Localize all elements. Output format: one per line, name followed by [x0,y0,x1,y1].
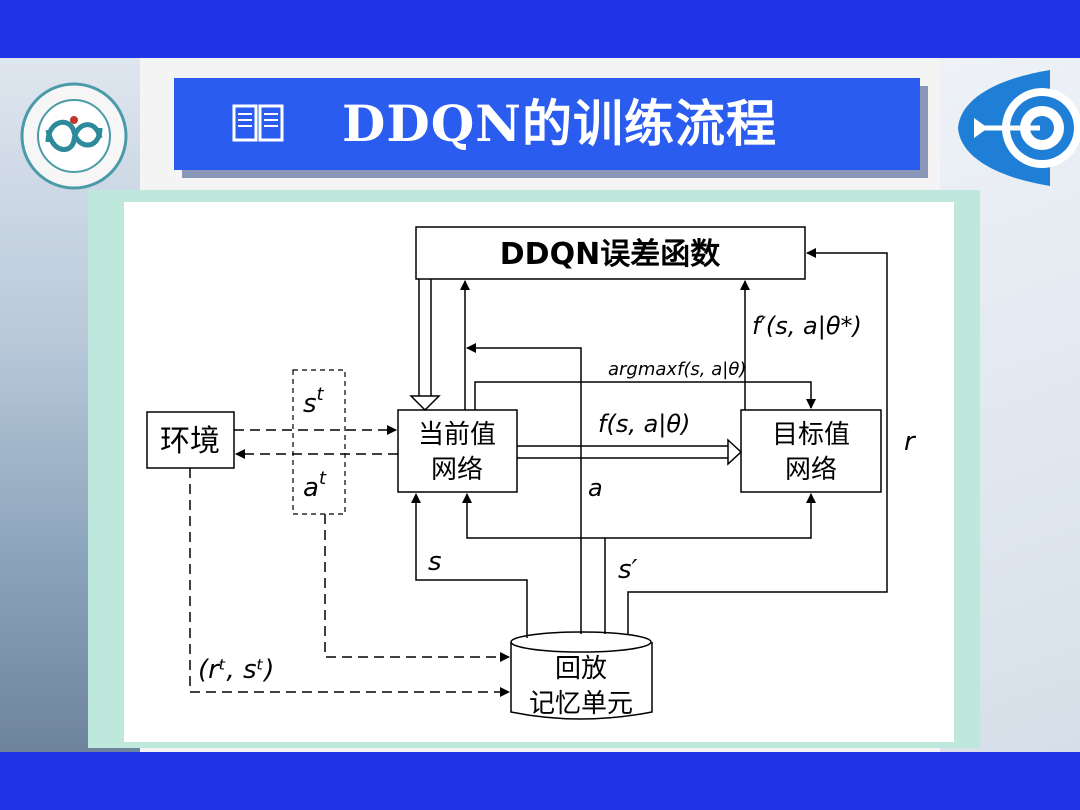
f-prime-label: f′(s, a|θ*) [752,312,862,340]
action-a-label: a [588,474,603,502]
action-t-label: at [303,468,327,503]
state-s-label: s [428,547,442,577]
argmax-label: argmaxf(s, a|θ) [608,359,746,380]
reward-r-label: r [904,427,917,457]
loss-function-label: DDQN误差函数 [500,237,721,272]
state-action-dashed-box [292,369,346,515]
target-arrow-icon [958,70,1080,186]
top-band [0,0,1080,58]
target-network-label-1: 目标值 [772,420,850,450]
current-network-label-2: 网络 [431,455,483,485]
current-network-label-1: 当前值 [418,420,496,450]
bottom-band [0,752,1080,810]
state-t-label: st [303,384,325,419]
f-theta-label: f(s, a|θ) [598,410,690,438]
replay-memory-cylinder [510,631,653,720]
replay-memory-label-2: 记忆单元 [529,689,633,719]
current-network-box [397,409,518,493]
university-seal-icon [20,82,128,190]
environment-box [146,411,235,469]
title-bar: DDQN的训练流程 [174,78,920,170]
environment-label: 环境 [160,424,220,459]
target-network-label-2: 网络 [785,455,837,485]
loss-function-box [415,226,806,280]
slide-title: DDQN的训练流程 [342,94,777,153]
open-book-icon [232,104,284,142]
target-network-box [740,409,882,493]
replay-memory-label-1: 回放 [555,654,607,684]
state-prime-label: s′ [618,555,638,585]
reward-state-label: (rᵗ, sᵗ) [198,655,274,685]
